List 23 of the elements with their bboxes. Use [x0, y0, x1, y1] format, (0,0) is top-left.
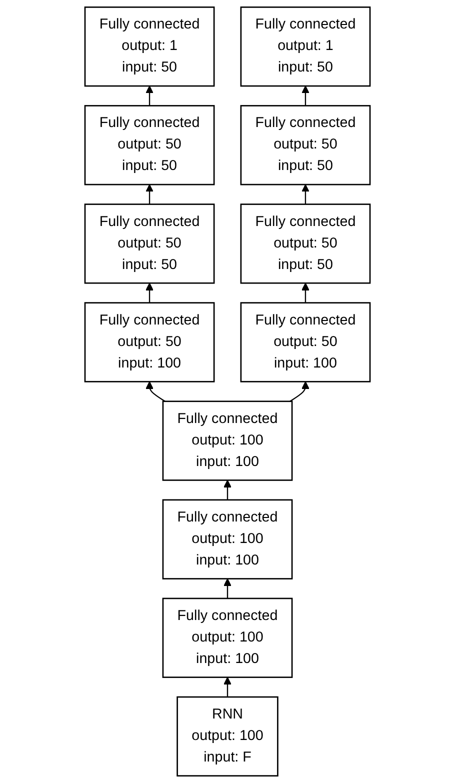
node-box: Fully connected output: 50 input: 50: [84, 204, 215, 284]
arrow: [224, 480, 232, 500]
arrow: [146, 282, 154, 303]
arrow: [146, 381, 166, 402]
node-box: Fully connected output: 1 input: 50: [240, 6, 371, 87]
node-box: Fully connected output: 1 input: 50: [84, 6, 215, 87]
arrow: [290, 381, 310, 402]
node-box: Fully connected output: 50 input: 100: [84, 302, 215, 382]
node-box: Fully connected output: 50 input: 50: [240, 204, 371, 284]
node-box: Fully connected output: 100 input: 100: [162, 499, 293, 580]
node-box: Fully connected output: 100 input: 100: [162, 598, 293, 678]
node-box: RNN output: 100 input: F: [176, 696, 278, 776]
arrow: [302, 282, 310, 303]
node-box: Fully connected output: 100 input: 100: [162, 400, 293, 481]
node-box: Fully connected output: 50 input: 50: [240, 105, 371, 186]
node-box: Fully connected output: 50 input: 50: [84, 105, 215, 186]
arrow: [146, 86, 154, 106]
arrow: [302, 184, 310, 204]
node-box: Fully connected output: 50 input: 100: [240, 302, 371, 382]
arrow: [146, 184, 154, 204]
arrow: [224, 578, 232, 598]
arrow: [302, 86, 310, 106]
arrow: [224, 676, 232, 697]
